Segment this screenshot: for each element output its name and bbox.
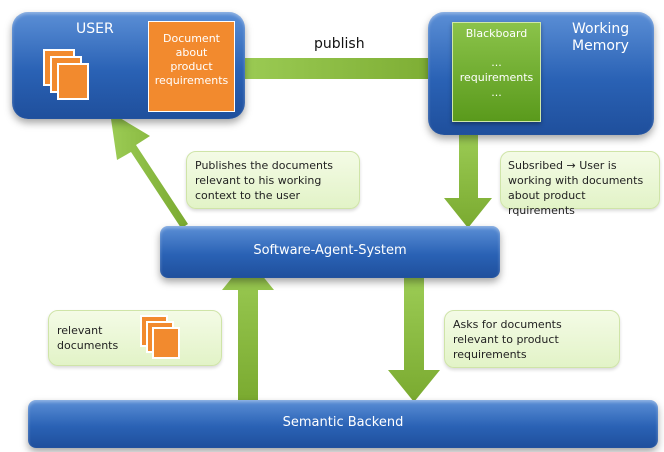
- blackboard-line-3: ...: [491, 86, 502, 99]
- user-title: USER: [76, 21, 114, 37]
- publishes-note-line-3: context to the user: [195, 189, 301, 202]
- working-memory-title-line-1: Working: [572, 21, 630, 37]
- asks-note-line-3: requirements: [453, 348, 527, 361]
- document-box: Document about product requirements: [148, 21, 235, 112]
- working-memory-title-line-2: Memory: [572, 38, 629, 54]
- publish-arrow: [235, 42, 455, 95]
- doc-line-1: Document: [163, 32, 220, 45]
- software-agent-system-bar: Software-Agent-System: [160, 226, 500, 278]
- doc-line-3: product: [170, 60, 213, 73]
- blackboard-title: Blackboard: [465, 27, 528, 40]
- publishes-note-line-1: Publishes the documents: [195, 159, 333, 172]
- user-panel: USER Document about product requirements: [12, 12, 245, 119]
- asks-note-line-2: relevant to product: [453, 333, 559, 346]
- publishes-note: Publishes the documents relevant to his …: [186, 151, 360, 209]
- publishes-note-line-2: relevant to his working: [195, 174, 322, 187]
- subscribed-note-line-1: Subsribed → User is: [508, 159, 617, 172]
- semantic-backend-label: Semantic Backend: [282, 415, 404, 430]
- subscribed-note-line-3: about product rquirements: [508, 189, 586, 217]
- working-memory-panel: Working Memory Blackboard ... requiremen…: [428, 12, 654, 135]
- relevant-note-line-1: relevant: [57, 324, 103, 337]
- publish-label: publish: [314, 36, 365, 52]
- asks-note: Asks for documents relevant to product r…: [444, 310, 620, 368]
- blackboard-line-1: ...: [491, 56, 502, 69]
- blackboard-box: Blackboard ... requirements ...: [452, 22, 541, 122]
- document-stack-icon: [43, 49, 89, 100]
- subscribed-note: Subsribed → User is working with documen…: [500, 151, 660, 217]
- agent-to-user-arrow: [110, 112, 188, 236]
- backend-to-agent-arrow: [222, 258, 274, 402]
- memory-to-agent-arrow: [444, 132, 492, 228]
- relevant-documents-note: relevant documents: [48, 310, 222, 366]
- document-stack-icon: [140, 315, 180, 359]
- doc-line-4: requirements: [154, 74, 229, 87]
- semantic-backend-bar: Semantic Backend: [28, 400, 658, 448]
- relevant-note-line-2: documents: [57, 339, 119, 352]
- software-agent-system-label: Software-Agent-System: [253, 243, 407, 258]
- subscribed-note-line-2: working with documents: [508, 174, 644, 187]
- agent-to-backend-arrow: [388, 277, 440, 402]
- asks-note-line-1: Asks for documents: [453, 318, 562, 331]
- doc-line-2: about: [175, 46, 208, 59]
- working-memory-title: Working Memory: [572, 21, 629, 55]
- blackboard-line-2: requirements: [459, 71, 534, 84]
